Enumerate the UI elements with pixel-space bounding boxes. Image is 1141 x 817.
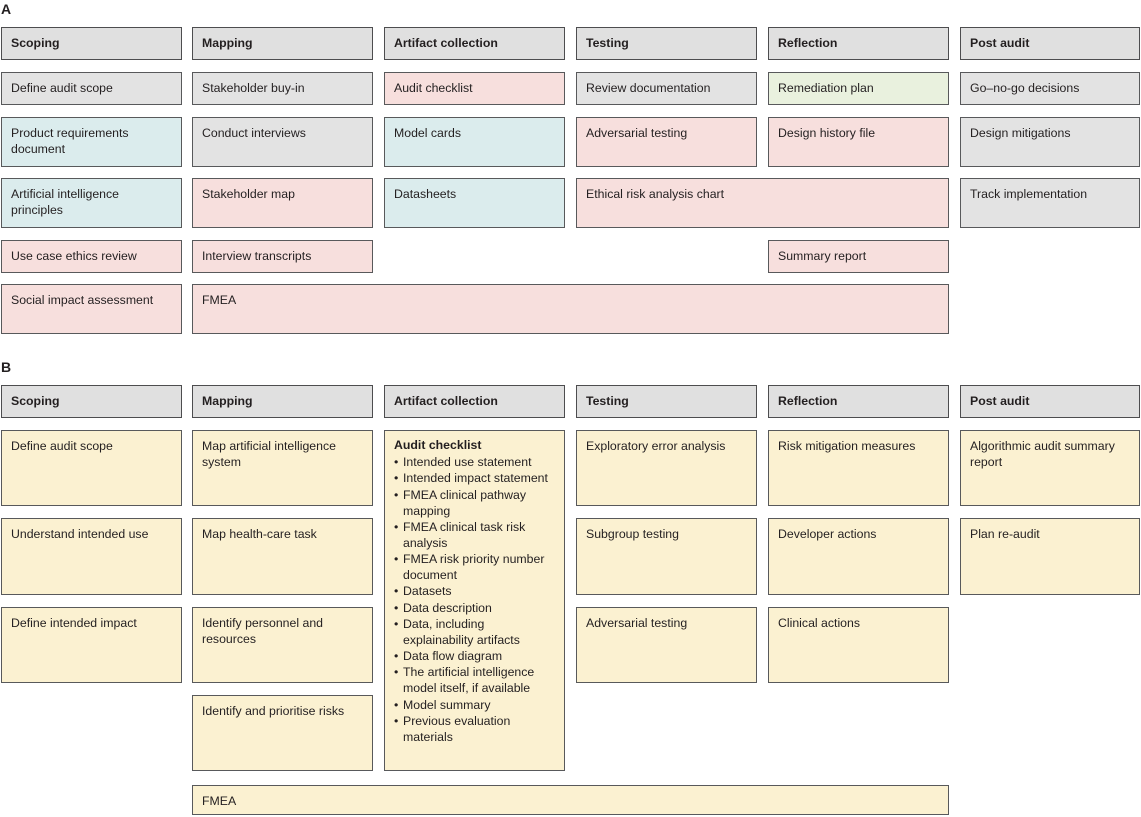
panel-b-item-define-audit-scope[interactable]: Define audit scope <box>1 430 182 506</box>
panel-b-item-identify-and-prioritise-risks[interactable]: Identify and prioritise risks <box>192 695 373 771</box>
panel-b-item-algorithmic-audit-summary-report[interactable]: Algorithmic audit summary report <box>960 430 1140 506</box>
panel-b-letter: B <box>1 359 12 375</box>
panel-a-letter: A <box>1 1 12 17</box>
checklist-item: The artificial intelligence model itself… <box>394 664 557 696</box>
panel-a-item-datasheets[interactable]: Datasheets <box>384 178 565 228</box>
panel-a-header-post-audit: Post audit <box>960 27 1140 60</box>
panel-a-item-review-documentation[interactable]: Review documentation <box>576 72 757 105</box>
checklist-item: Intended impact statement <box>394 470 557 486</box>
panel-b-header-scoping: Scoping <box>1 385 182 418</box>
panel-a-item-conduct-interviews[interactable]: Conduct interviews <box>192 117 373 167</box>
checklist-item: Intended use statement <box>394 454 557 470</box>
panel-b-item-map-artificial-intelligence-system[interactable]: Map artificial intelligence system <box>192 430 373 506</box>
panel-b-item-clinical-actions[interactable]: Clinical actions <box>768 607 949 683</box>
audit-checklist-list: Intended use statement Intended impact s… <box>394 454 557 745</box>
panel-a-item-summary-report[interactable]: Summary report <box>768 240 949 273</box>
panel-a-item-design-history-file[interactable]: Design history file <box>768 117 949 167</box>
panel-a-header-mapping: Mapping <box>192 27 373 60</box>
checklist-item: Data description <box>394 600 557 616</box>
panel-a-item-go-no-go-decisions[interactable]: Go–no-go decisions <box>960 72 1140 105</box>
panel-b-header-post-audit: Post audit <box>960 385 1140 418</box>
panel-a-item-adversarial-testing[interactable]: Adversarial testing <box>576 117 757 167</box>
panel-a-header-scoping: Scoping <box>1 27 182 60</box>
panel-b-item-risk-mitigation-measures[interactable]: Risk mitigation measures <box>768 430 949 506</box>
panel-a-item-stakeholder-buy-in[interactable]: Stakeholder buy-in <box>192 72 373 105</box>
panel-b-item-subgroup-testing[interactable]: Subgroup testing <box>576 518 757 595</box>
panel-a-item-social-impact-assessment[interactable]: Social impact assessment <box>1 284 182 334</box>
panel-a-item-model-cards[interactable]: Model cards <box>384 117 565 167</box>
panel-b-header-reflection: Reflection <box>768 385 949 418</box>
panel-a-item-ethical-risk-analysis-chart[interactable]: Ethical risk analysis chart <box>576 178 949 228</box>
checklist-item: Model summary <box>394 697 557 713</box>
panel-b-item-fmea[interactable]: FMEA <box>192 785 949 815</box>
panel-a-item-artificial-intelligence-principles[interactable]: Artificial intelligence principles <box>1 178 182 228</box>
checklist-item: FMEA risk priority number document <box>394 551 557 583</box>
panel-b-item-understand-intended-use[interactable]: Understand intended use <box>1 518 182 595</box>
panel-b-item-map-health-care-task[interactable]: Map health-care task <box>192 518 373 595</box>
checklist-item: Data, including explainability artifacts <box>394 616 557 648</box>
panel-b-item-audit-checklist[interactable]: Audit checklist Intended use statement I… <box>384 430 565 771</box>
checklist-item: Previous evaluation materials <box>394 713 557 745</box>
panel-a-item-fmea[interactable]: FMEA <box>192 284 949 334</box>
panel-a-item-interview-transcripts[interactable]: Interview transcripts <box>192 240 373 273</box>
panel-a-header-testing: Testing <box>576 27 757 60</box>
panel-a-item-design-mitigations[interactable]: Design mitigations <box>960 117 1140 167</box>
panel-b-item-adversarial-testing[interactable]: Adversarial testing <box>576 607 757 683</box>
panel-b-item-identify-personnel-and-resources[interactable]: Identify personnel and resources <box>192 607 373 683</box>
checklist-item: FMEA clinical task risk analysis <box>394 519 557 551</box>
panel-a-item-track-implementation[interactable]: Track implementation <box>960 178 1140 228</box>
panel-a-item-audit-checklist[interactable]: Audit checklist <box>384 72 565 105</box>
panel-b-header-mapping: Mapping <box>192 385 373 418</box>
panel-a-item-product-requirements-document[interactable]: Product requirements document <box>1 117 182 167</box>
checklist-item: Data flow diagram <box>394 648 557 664</box>
panel-b-item-developer-actions[interactable]: Developer actions <box>768 518 949 595</box>
checklist-item: Datasets <box>394 583 557 599</box>
panel-a-item-use-case-ethics-review[interactable]: Use case ethics review <box>1 240 182 273</box>
panel-a-header-reflection: Reflection <box>768 27 949 60</box>
audit-checklist-title: Audit checklist <box>394 438 482 452</box>
panel-b-item-plan-re-audit[interactable]: Plan re-audit <box>960 518 1140 595</box>
panel-b-header-testing: Testing <box>576 385 757 418</box>
checklist-item: FMEA clinical pathway mapping <box>394 487 557 519</box>
panel-b-item-exploratory-error-analysis[interactable]: Exploratory error analysis <box>576 430 757 506</box>
panel-b-header-artifact-collection: Artifact collection <box>384 385 565 418</box>
panel-a-item-stakeholder-map[interactable]: Stakeholder map <box>192 178 373 228</box>
panel-b-item-define-intended-impact[interactable]: Define intended impact <box>1 607 182 683</box>
panel-a-item-remediation-plan[interactable]: Remediation plan <box>768 72 949 105</box>
panel-a-item-define-audit-scope[interactable]: Define audit scope <box>1 72 182 105</box>
panel-a-header-artifact-collection: Artifact collection <box>384 27 565 60</box>
